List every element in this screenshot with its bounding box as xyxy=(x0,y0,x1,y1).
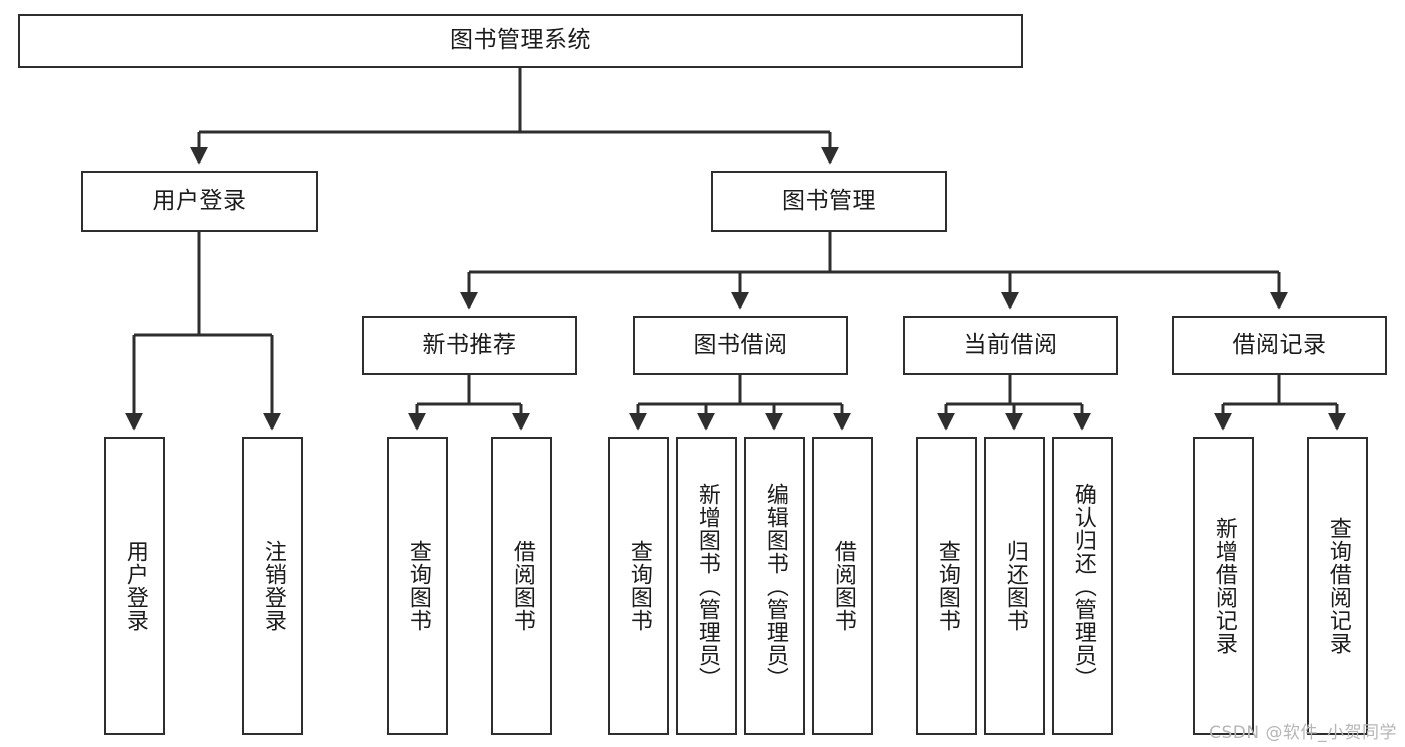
node-label: 借阅图书 xyxy=(830,540,856,632)
leaf-borrow-record-add-record[interactable]: 新增借阅记录 xyxy=(1193,437,1254,735)
node-label: 注销登录 xyxy=(260,540,286,632)
node-label: 图书管理系统 xyxy=(450,27,591,54)
leaf-user-login-logout[interactable]: 注销登录 xyxy=(242,437,303,735)
leaf-book-borrow-add-book-admin[interactable]: 新增图书（管理员） xyxy=(676,437,737,735)
node-label: 用户登录 xyxy=(122,540,148,632)
node-label: 查询图书 xyxy=(934,540,960,632)
leaf-new-book-borrow-book[interactable]: 借阅图书 xyxy=(491,437,552,735)
node-label: 查询图书 xyxy=(405,540,431,632)
node-label: 查询图书 xyxy=(626,540,652,632)
leaf-current-borrow-confirm-return-admin[interactable]: 确认归还（管理员） xyxy=(1052,437,1113,735)
leaf-borrow-record-query-record[interactable]: 查询借阅记录 xyxy=(1307,437,1368,735)
leaf-user-login-login[interactable]: 用户登录 xyxy=(104,437,165,735)
node-label: 归还图书 xyxy=(1002,540,1028,632)
node-label: 借阅记录 xyxy=(1232,331,1327,358)
leaf-current-borrow-query-book[interactable]: 查询图书 xyxy=(916,437,977,735)
node-book-borrow[interactable]: 图书借阅 xyxy=(633,316,848,375)
node-label: 当前借阅 xyxy=(963,331,1058,358)
leaf-book-borrow-query-book[interactable]: 查询图书 xyxy=(608,437,669,735)
node-label: 新增图书（管理员） xyxy=(694,482,720,690)
node-current-borrow[interactable]: 当前借阅 xyxy=(903,316,1118,375)
leaf-current-borrow-return-book[interactable]: 归还图书 xyxy=(984,437,1045,735)
leaf-book-borrow-borrow-book[interactable]: 借阅图书 xyxy=(812,437,873,735)
node-label: 确认归还（管理员） xyxy=(1070,482,1096,690)
node-label: 用户登录 xyxy=(152,187,247,214)
node-book-management[interactable]: 图书管理 xyxy=(711,171,947,232)
node-label: 编辑图书（管理员） xyxy=(762,482,788,690)
node-label: 图书管理 xyxy=(782,187,876,214)
node-label: 新增借阅记录 xyxy=(1211,517,1237,655)
leaf-book-borrow-edit-book-admin[interactable]: 编辑图书（管理员） xyxy=(744,437,805,735)
node-label: 图书借阅 xyxy=(693,331,788,358)
node-user-login[interactable]: 用户登录 xyxy=(81,171,318,232)
node-new-book-recommend[interactable]: 新书推荐 xyxy=(362,316,577,375)
node-root-book-management-system[interactable]: 图书管理系统 xyxy=(18,14,1023,68)
leaf-new-book-query-book[interactable]: 查询图书 xyxy=(387,437,448,735)
node-label: 新书推荐 xyxy=(422,331,517,358)
node-label: 查询借阅记录 xyxy=(1325,517,1351,655)
node-borrow-record[interactable]: 借阅记录 xyxy=(1172,316,1387,375)
node-label: 借阅图书 xyxy=(509,540,535,632)
